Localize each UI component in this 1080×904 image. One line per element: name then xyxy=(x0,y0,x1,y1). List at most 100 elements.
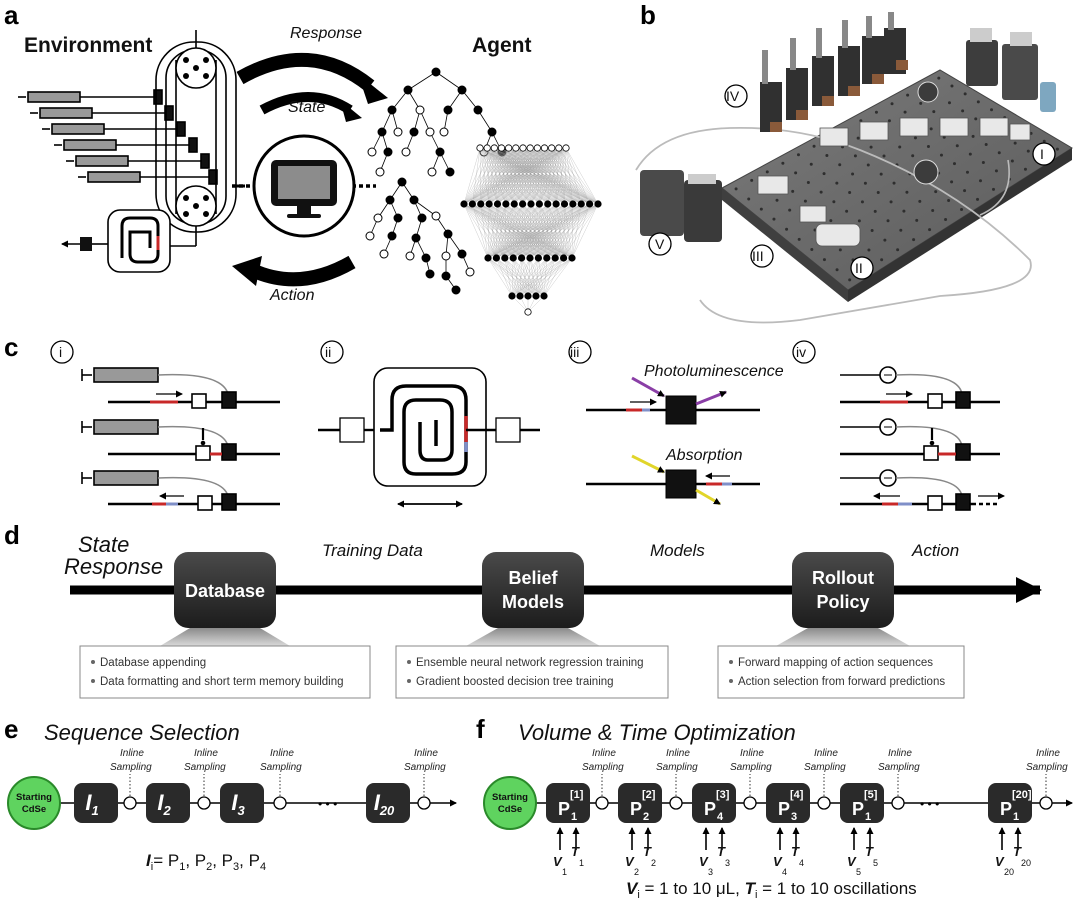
plate-hole xyxy=(913,136,917,140)
nn-edge xyxy=(511,257,514,297)
nn-node xyxy=(519,200,527,208)
nn-edge xyxy=(513,257,521,297)
nn-edge xyxy=(487,203,573,259)
time-subscript: 2 xyxy=(651,858,656,868)
nn-edge xyxy=(564,147,567,205)
nn-node xyxy=(555,144,563,152)
nn-node xyxy=(533,144,541,152)
sequence-box xyxy=(220,783,264,823)
nn-edge xyxy=(543,257,547,297)
nn-node xyxy=(460,200,468,208)
nn-edge xyxy=(530,147,532,205)
nn-edge xyxy=(497,147,559,205)
nn-edge xyxy=(479,147,481,205)
nn-node xyxy=(560,200,569,208)
nn-edge xyxy=(489,147,538,205)
nn-edge xyxy=(530,147,565,205)
nn-edge xyxy=(480,147,567,205)
nn-edge xyxy=(558,147,590,205)
nn-edge xyxy=(530,147,548,205)
nn-edge xyxy=(527,257,573,297)
nn-edge xyxy=(513,257,545,297)
database-box: Database xyxy=(174,552,276,628)
rollout-policy-box: Rollout Policy xyxy=(792,552,894,628)
policy-subscript: 4 xyxy=(717,811,724,823)
nn-edge xyxy=(463,147,495,205)
nn-edge xyxy=(530,147,545,205)
nn-edge xyxy=(522,147,582,205)
nn-edge xyxy=(505,147,545,205)
panel-label-b: b xyxy=(640,0,656,30)
volume-label: V xyxy=(625,854,635,869)
nn-node xyxy=(594,200,602,208)
nn-node xyxy=(524,308,532,316)
nn-edge xyxy=(527,257,547,297)
nn-node xyxy=(485,200,493,208)
panel-label-e: e xyxy=(4,714,18,744)
nn-edge xyxy=(535,257,573,297)
nn-node xyxy=(517,254,526,262)
plate-hole xyxy=(981,161,985,164)
nn-edge xyxy=(558,147,565,205)
plate-hole xyxy=(886,219,890,223)
nn-edge xyxy=(479,147,498,205)
sequence-label: I20 xyxy=(374,790,395,818)
belief-cone xyxy=(466,628,600,646)
nn-node xyxy=(540,292,548,300)
nn-node xyxy=(502,200,510,208)
plate-hole xyxy=(944,218,948,222)
plate-hole xyxy=(832,200,836,204)
sampling-label: Sampling xyxy=(656,762,698,773)
policy-bracket: [20] xyxy=(1012,789,1032,801)
nn-edge xyxy=(537,147,599,205)
plate-hole xyxy=(874,110,878,114)
plate-hole xyxy=(822,172,826,176)
nn-edge xyxy=(487,203,582,259)
nn-edge xyxy=(521,257,545,297)
nn-edge xyxy=(530,147,590,205)
nn-edge xyxy=(511,257,564,297)
policy-bracket: [5] xyxy=(864,789,878,801)
nn-edge xyxy=(511,257,539,297)
rollout-bullets: Forward mapping of action sequences Acti… xyxy=(717,645,965,699)
sampling-node xyxy=(743,796,757,810)
policy-box xyxy=(692,783,736,823)
sampling-node xyxy=(817,796,831,810)
database-cone xyxy=(160,628,290,646)
nn-node xyxy=(497,144,506,152)
subpanel-ii: ii xyxy=(325,344,331,360)
nn-node xyxy=(501,254,509,262)
nn-edge xyxy=(519,257,531,297)
nn-edge xyxy=(513,257,529,297)
nn-edge xyxy=(463,147,531,205)
sampling-label: Sampling xyxy=(1026,762,1068,773)
nn-node xyxy=(516,292,524,300)
plate-hole xyxy=(794,171,798,175)
nn-edge xyxy=(535,257,564,297)
plate-hole xyxy=(960,207,964,211)
volume-time-caption: Vi = 1 to 10 μL, Ti = 1 to 10 oscillatio… xyxy=(626,879,917,901)
plate-hole xyxy=(915,218,919,222)
nn-edge xyxy=(463,147,516,205)
nn-edge xyxy=(497,147,502,205)
nn-edge xyxy=(487,203,515,259)
nn-edge xyxy=(505,147,567,205)
plate-hole xyxy=(812,144,816,148)
nn-edge xyxy=(497,147,545,205)
nn-edge xyxy=(551,147,573,205)
plate-hole xyxy=(796,153,800,157)
plate-hole xyxy=(1042,139,1046,143)
subpanel-i: i xyxy=(59,344,62,360)
plate-hole xyxy=(859,119,863,123)
nn-edge xyxy=(472,147,545,205)
nn-edge xyxy=(497,147,538,205)
nn-edge xyxy=(472,147,509,205)
absorption-label: Absorption xyxy=(665,447,743,464)
sampling-label: Sampling xyxy=(804,762,846,773)
inline-label: Inline xyxy=(414,748,438,759)
nn-node xyxy=(519,144,527,152)
nn-node xyxy=(505,144,513,152)
nn-edge xyxy=(505,147,538,205)
nn-edge xyxy=(504,257,537,297)
response-label-d: Response xyxy=(64,554,163,579)
